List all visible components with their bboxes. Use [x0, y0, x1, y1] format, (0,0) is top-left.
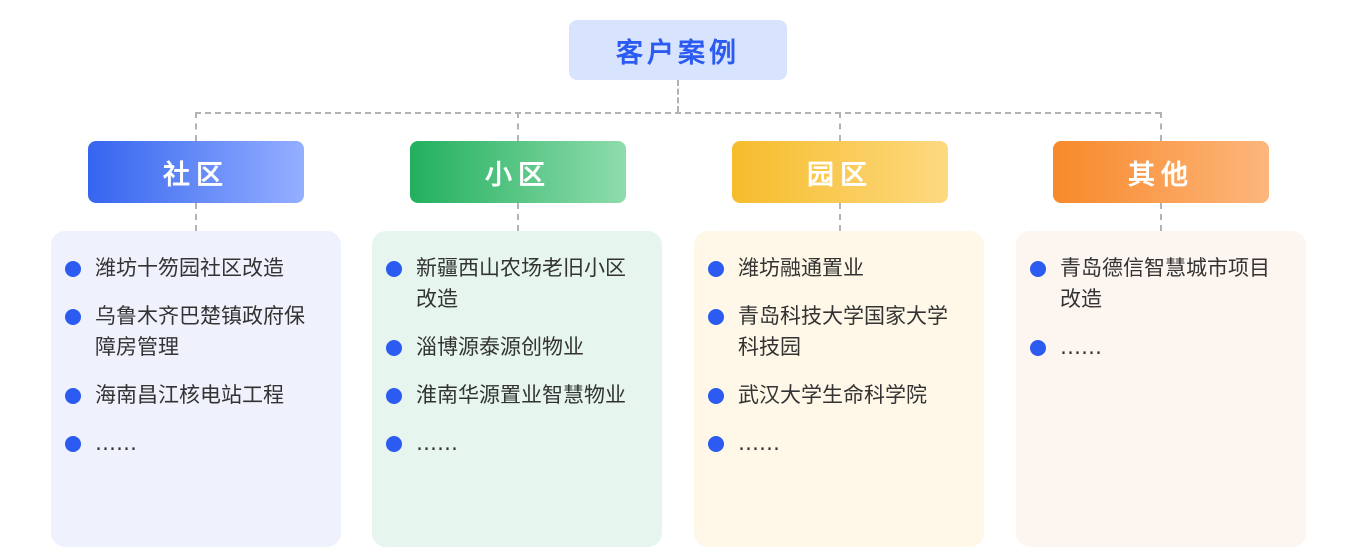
- bullet-icon: [65, 261, 81, 277]
- bullet-icon: [708, 309, 724, 325]
- category-shequ: 社区: [88, 141, 304, 203]
- panel-qita: 青岛德信智慧城市项目改造 ……: [1016, 231, 1306, 547]
- category-xiaoqu: 小区: [410, 141, 626, 203]
- connector-xiaoqu-panel: [517, 203, 519, 231]
- case-label: 青岛德信智慧城市项目改造: [1060, 256, 1270, 311]
- list-item: 淮南华源置业智慧物业: [386, 380, 646, 411]
- bullet-icon: [65, 388, 81, 404]
- bullet-icon: [65, 436, 81, 452]
- list-item: 淄博源泰源创物业: [386, 332, 646, 363]
- case-label: ……: [416, 431, 458, 455]
- list-item: ……: [708, 428, 968, 459]
- connector-to-yuanqu: [839, 112, 841, 141]
- panel-xiaoqu: 新疆西山农场老旧小区改造 淄博源泰源创物业 淮南华源置业智慧物业 ……: [372, 231, 662, 547]
- panel-shequ: 潍坊十笏园社区改造 乌鲁木齐巴楚镇政府保障房管理 海南昌江核电站工程 ……: [51, 231, 341, 547]
- case-label: 新疆西山农场老旧小区改造: [416, 256, 626, 311]
- bullet-icon: [1030, 340, 1046, 356]
- case-label: 淮南华源置业智慧物业: [416, 383, 626, 407]
- list-item: 潍坊融通置业: [708, 253, 968, 284]
- root-node: 客户案例: [569, 20, 787, 80]
- connector-root-down: [677, 80, 679, 112]
- list-item: ……: [1030, 332, 1290, 363]
- list-item: 新疆西山农场老旧小区改造: [386, 253, 646, 315]
- bullet-icon: [65, 309, 81, 325]
- case-label: 海南昌江核电站工程: [95, 383, 284, 407]
- connector-horizontal: [195, 112, 1161, 114]
- case-label: 淄博源泰源创物业: [416, 335, 584, 359]
- case-label: 武汉大学生命科学院: [738, 383, 927, 407]
- category-yuanqu: 园区: [732, 141, 948, 203]
- connector-qita-panel: [1160, 203, 1162, 231]
- list-item: ……: [65, 428, 325, 459]
- list-item: 潍坊十笏园社区改造: [65, 253, 325, 284]
- list-item: 乌鲁木齐巴楚镇政府保障房管理: [65, 301, 325, 363]
- bullet-icon: [386, 436, 402, 452]
- bullet-icon: [386, 261, 402, 277]
- case-label: 乌鲁木齐巴楚镇政府保障房管理: [95, 304, 305, 359]
- connector-shequ-panel: [195, 203, 197, 231]
- case-list: 潍坊十笏园社区改造 乌鲁木齐巴楚镇政府保障房管理 海南昌江核电站工程 ……: [65, 253, 325, 459]
- list-item: 青岛德信智慧城市项目改造: [1030, 253, 1290, 315]
- list-item: 武汉大学生命科学院: [708, 380, 968, 411]
- bullet-icon: [1030, 261, 1046, 277]
- bullet-icon: [386, 388, 402, 404]
- list-item: 海南昌江核电站工程: [65, 380, 325, 411]
- case-list: 新疆西山农场老旧小区改造 淄博源泰源创物业 淮南华源置业智慧物业 ……: [386, 253, 646, 459]
- bullet-icon: [708, 436, 724, 452]
- panel-yuanqu: 潍坊融通置业 青岛科技大学国家大学科技园 武汉大学生命科学院 ……: [694, 231, 984, 547]
- case-label: 潍坊融通置业: [738, 256, 864, 280]
- connector-to-shequ: [195, 112, 197, 141]
- case-list: 青岛德信智慧城市项目改造 ……: [1030, 253, 1290, 363]
- case-label: ……: [95, 431, 137, 455]
- bullet-icon: [708, 388, 724, 404]
- connector-to-qita: [1160, 112, 1162, 141]
- case-label: 潍坊十笏园社区改造: [95, 256, 284, 280]
- category-qita: 其他: [1053, 141, 1269, 203]
- list-item: ……: [386, 428, 646, 459]
- list-item: 青岛科技大学国家大学科技园: [708, 301, 968, 363]
- bullet-icon: [708, 261, 724, 277]
- connector-yuanqu-panel: [839, 203, 841, 231]
- case-list: 潍坊融通置业 青岛科技大学国家大学科技园 武汉大学生命科学院 ……: [708, 253, 968, 459]
- case-label: 青岛科技大学国家大学科技园: [738, 304, 948, 359]
- bullet-icon: [386, 340, 402, 356]
- connector-to-xiaoqu: [517, 112, 519, 141]
- case-label: ……: [738, 431, 780, 455]
- case-label: ……: [1060, 335, 1102, 359]
